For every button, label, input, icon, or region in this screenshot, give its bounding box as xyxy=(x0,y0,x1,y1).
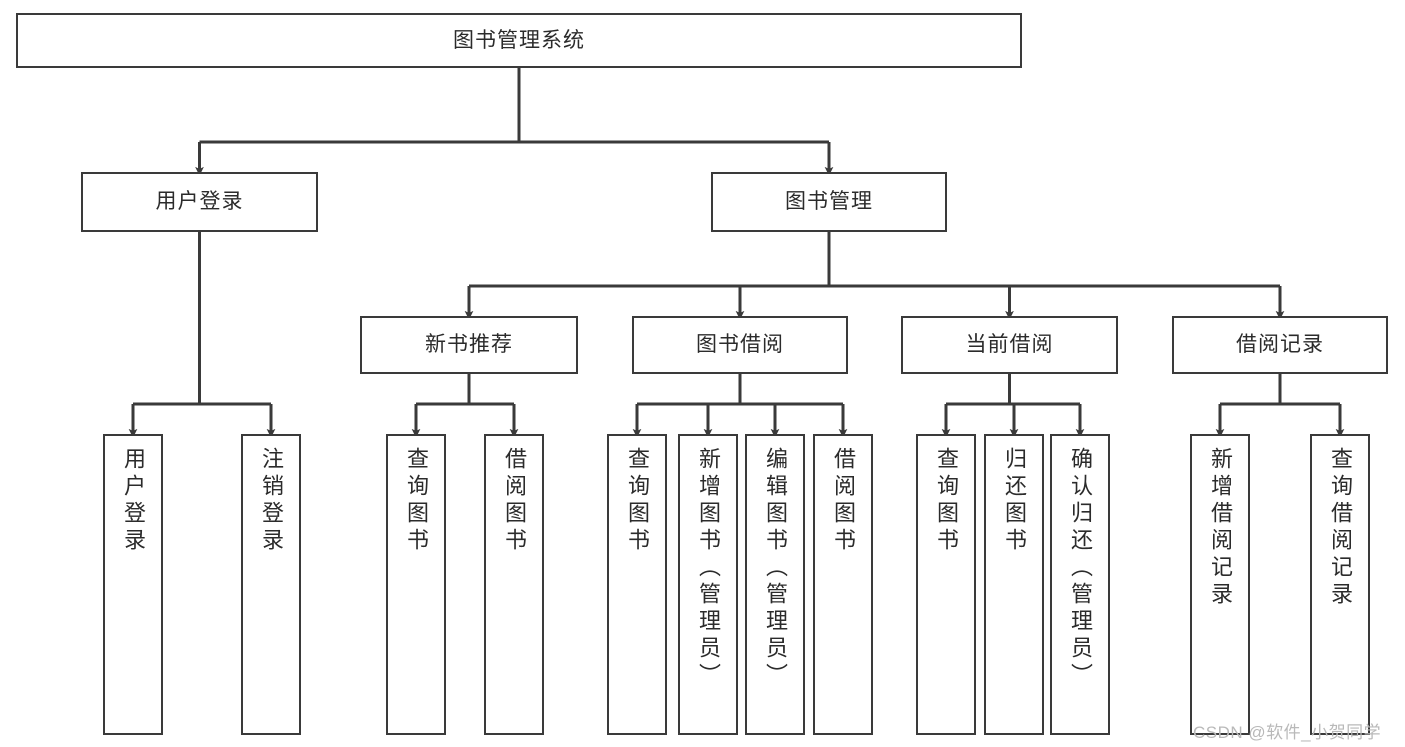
node-label: 查询图书 xyxy=(934,447,959,555)
node-leaf-return-book: 归还图书 xyxy=(984,434,1044,735)
node-leaf-add-book: 新增图书（管理员） xyxy=(678,434,738,735)
node-leaf-logout: 注销登录 xyxy=(241,434,301,735)
node-leaf-confirm-return: 确认归还（管理员） xyxy=(1050,434,1110,735)
node-borrow-record: 借阅记录 xyxy=(1172,316,1388,374)
node-label: 查询图书 xyxy=(404,447,429,555)
node-label: 新增图书（管理员） xyxy=(696,447,721,690)
node-user-login: 用户登录 xyxy=(81,172,318,232)
node-label: 图书管理系统 xyxy=(453,28,585,52)
node-leaf-add-record: 新增借阅记录 xyxy=(1190,434,1250,735)
node-label: 图书借阅 xyxy=(696,333,784,357)
node-label: 借阅图书 xyxy=(831,447,856,555)
node-label: 新书推荐 xyxy=(425,333,513,357)
node-new-book-rec: 新书推荐 xyxy=(360,316,578,374)
node-root: 图书管理系统 xyxy=(16,13,1022,68)
csdn-watermark: CSDN @软件_小贺同学 xyxy=(1193,723,1382,742)
node-leaf-query-record: 查询借阅记录 xyxy=(1310,434,1370,735)
node-label: 图书管理 xyxy=(785,190,873,214)
node-label: 当前借阅 xyxy=(965,333,1054,357)
node-label: 查询借阅记录 xyxy=(1328,447,1353,609)
node-label: 借阅图书 xyxy=(502,447,527,555)
node-label: 归还图书 xyxy=(1002,447,1027,555)
node-label: 用户登录 xyxy=(155,190,244,214)
node-label: 查询图书 xyxy=(625,447,650,555)
node-leaf-query-book-bb: 查询图书 xyxy=(607,434,667,735)
node-leaf-query-book-rec: 查询图书 xyxy=(386,434,446,735)
node-label: 借阅记录 xyxy=(1236,333,1324,357)
node-leaf-edit-book: 编辑图书（管理员） xyxy=(745,434,805,735)
node-leaf-borrow-book-rec: 借阅图书 xyxy=(484,434,544,735)
node-current-borrow: 当前借阅 xyxy=(901,316,1118,374)
node-label: 确认归还（管理员） xyxy=(1068,447,1093,690)
node-label: 注销登录 xyxy=(259,447,284,555)
node-book-manage: 图书管理 xyxy=(711,172,947,232)
node-leaf-user-login: 用户登录 xyxy=(103,434,163,735)
node-book-borrow: 图书借阅 xyxy=(632,316,848,374)
node-leaf-borrow-book-bb: 借阅图书 xyxy=(813,434,873,735)
node-label: 用户登录 xyxy=(121,447,146,555)
node-label: 新增借阅记录 xyxy=(1208,447,1233,609)
node-leaf-query-book-cb: 查询图书 xyxy=(916,434,976,735)
node-label: 编辑图书（管理员） xyxy=(763,447,788,690)
